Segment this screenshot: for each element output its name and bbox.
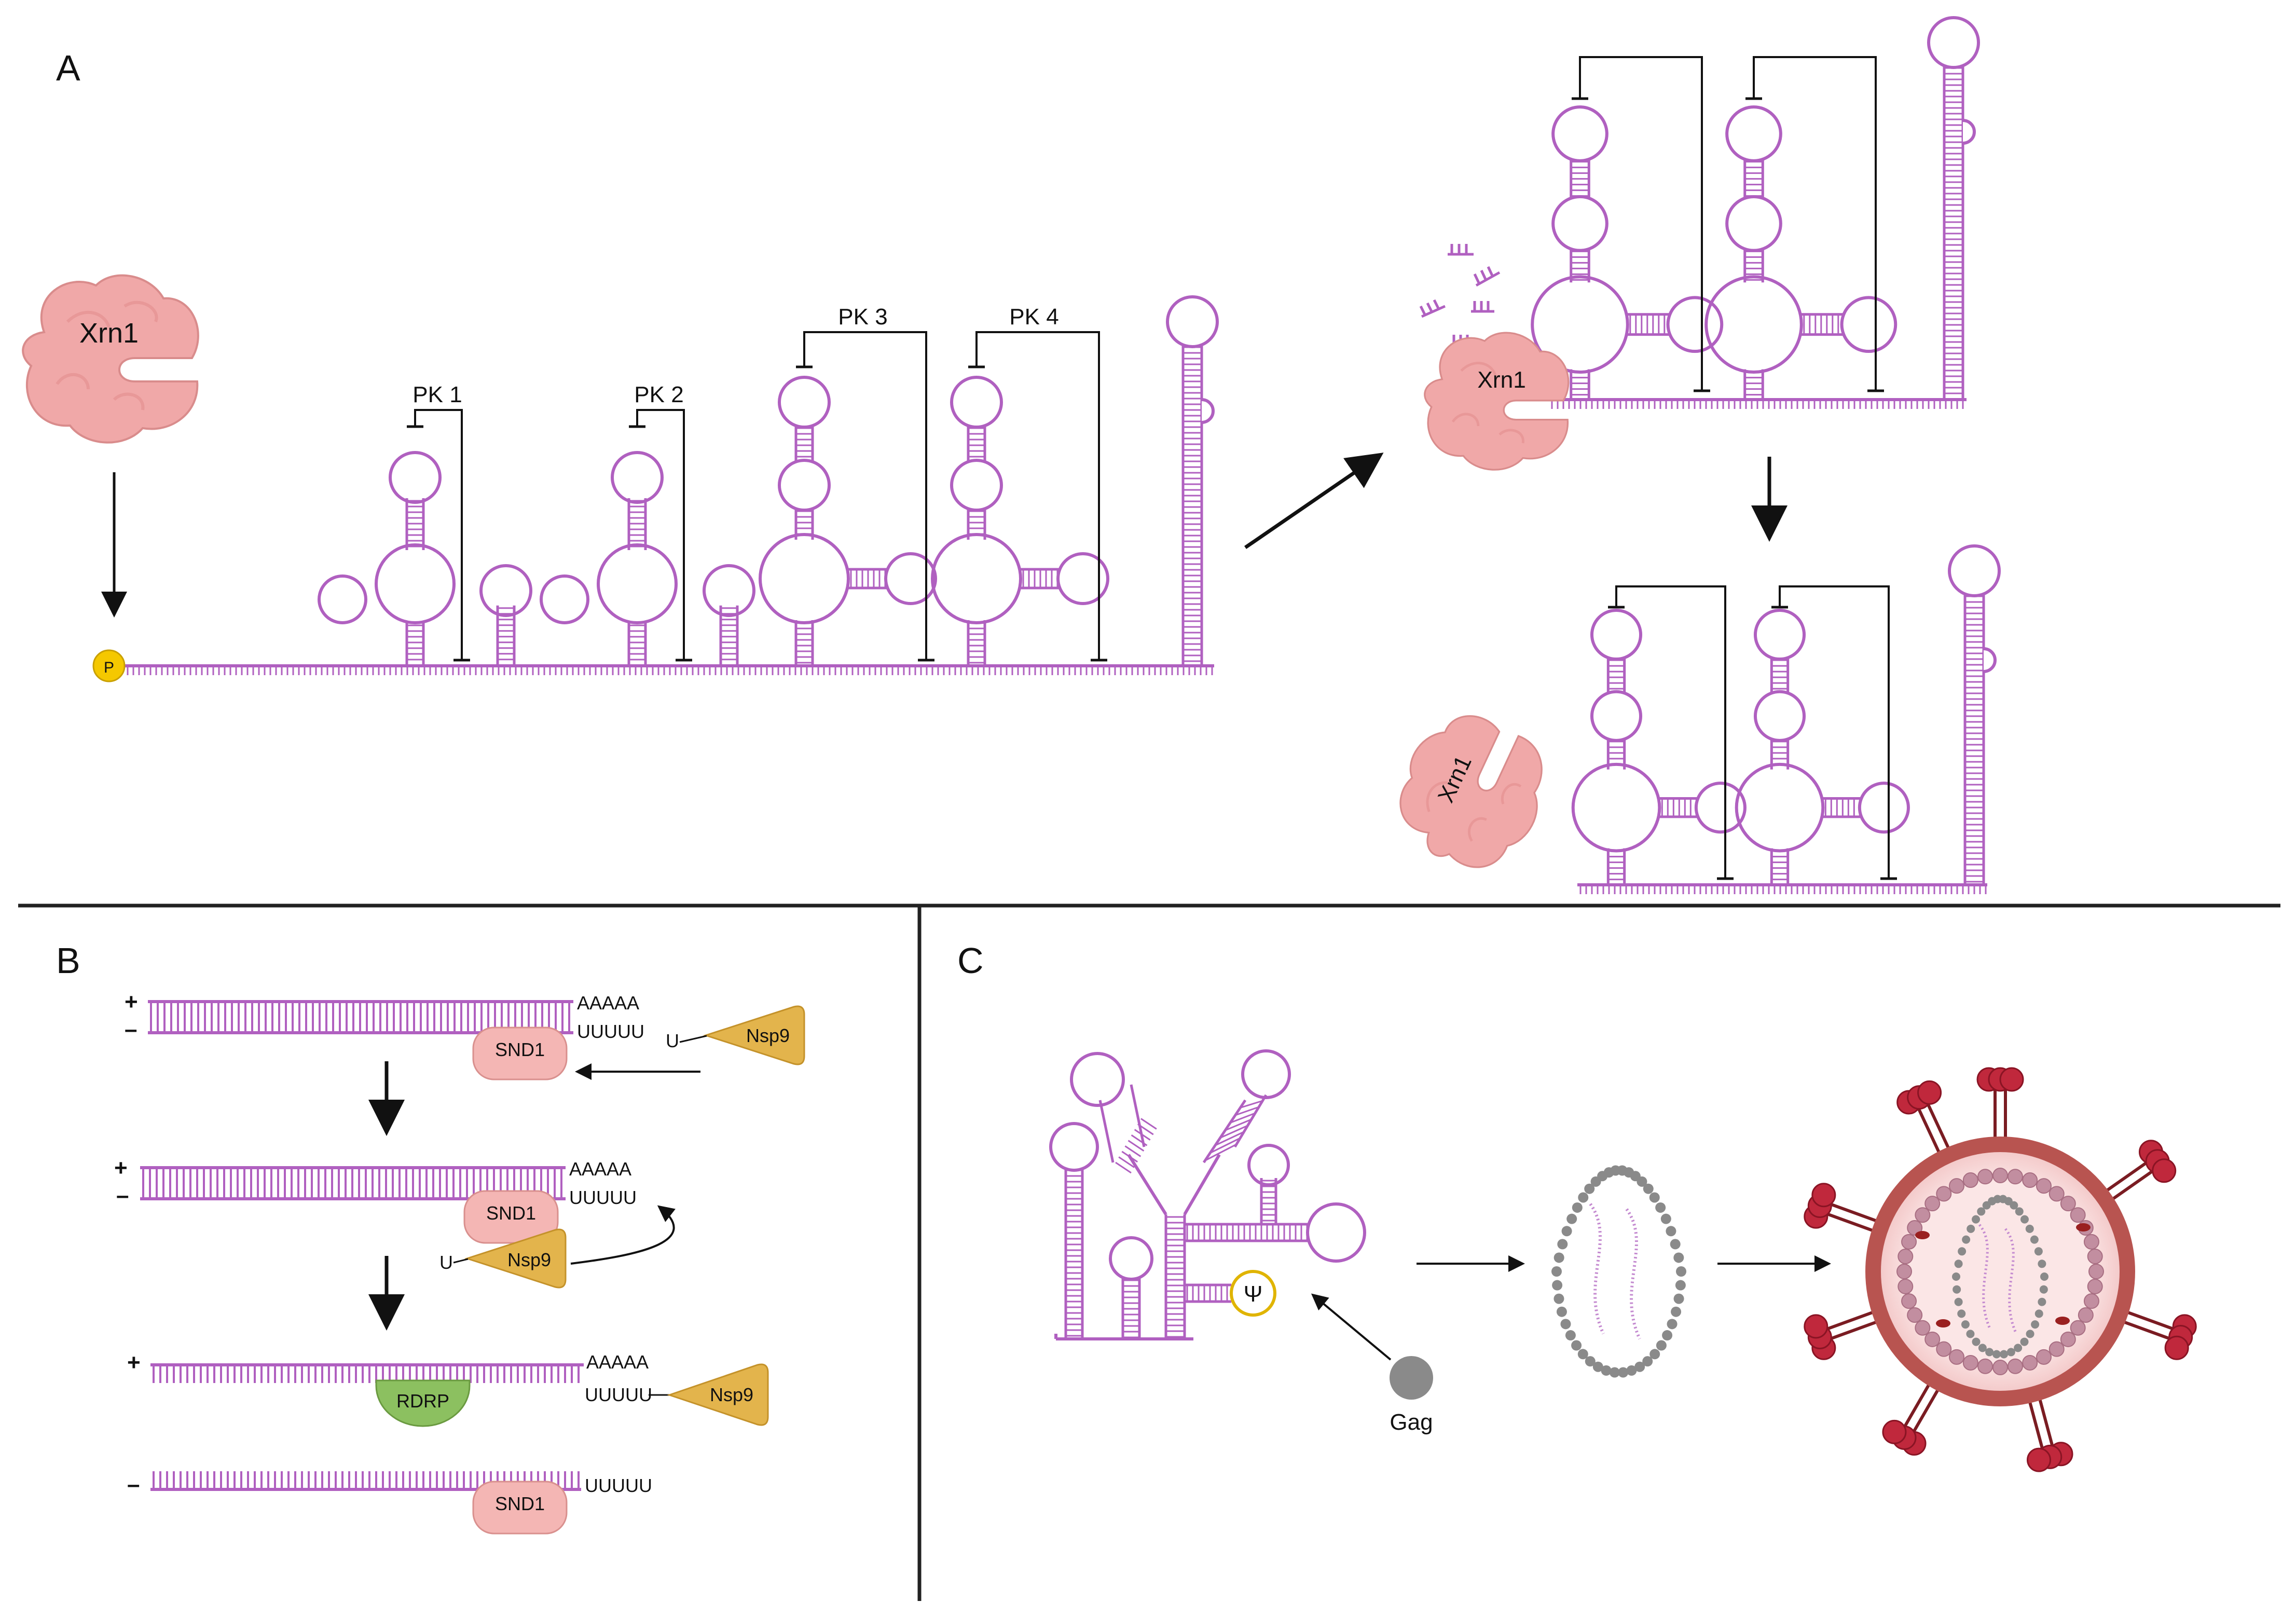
uracil-label-1: U	[666, 1030, 679, 1051]
uracil-bond-2	[453, 1258, 469, 1264]
plus-sign-3: +	[127, 1350, 141, 1375]
minus-sign-2: –	[116, 1183, 129, 1208]
degradation-arrow	[1244, 453, 1384, 549]
pk1-label: PK 1	[413, 382, 462, 407]
poly-a-tail-3: AAAAA	[586, 1351, 649, 1373]
gag-protein	[1390, 1356, 1433, 1400]
xrn1-enzyme-initial: Xrn1	[22, 274, 199, 444]
pk4-bracket: PK 4	[968, 304, 1107, 662]
panel-letter-a: A	[56, 48, 80, 88]
psi-label: Ψ	[1244, 1281, 1263, 1307]
plus-sign-1: +	[125, 989, 138, 1015]
psi-circle	[1230, 1270, 1276, 1317]
pk2-label: PK 2	[634, 382, 683, 407]
poly-u-tail-4: UUUUU	[585, 1475, 652, 1496]
snd1-protein-1	[472, 1027, 568, 1080]
pk4-label: PK 4	[1009, 304, 1058, 330]
snd1-protein-3	[472, 1481, 568, 1535]
minus-sign-1: –	[125, 1017, 137, 1042]
nsp9-protein-1	[703, 1005, 805, 1065]
rna-fragments	[1419, 244, 1501, 347]
uracil-label-2: U	[439, 1252, 453, 1273]
snd1-protein-2	[463, 1190, 559, 1244]
xrn1-enzyme-degrading: Xrn1	[1424, 332, 1570, 471]
minus-sign-3: –	[127, 1472, 140, 1497]
rna-main-strand	[125, 295, 1219, 675]
pk3-bracket: PK 3	[796, 304, 934, 662]
uracil-bond-1	[679, 1035, 707, 1043]
plus-sign-2: +	[114, 1155, 128, 1181]
xrn1-enzyme-released: Xrn1	[1399, 715, 1543, 868]
bottom-pk-brackets	[1608, 585, 1897, 880]
snd1-label-2: SND1	[486, 1202, 536, 1224]
pk1-bracket: PK 1	[407, 382, 470, 662]
snd1-label-3: SND1	[495, 1493, 545, 1514]
nsp9-protein-3	[667, 1363, 769, 1426]
gag-binding-arrow	[1311, 1293, 1392, 1361]
virion-matrix-layer	[1896, 1168, 2104, 1375]
rdrp-label: RDRP	[396, 1390, 449, 1412]
rna-degraded-strand-bottom	[1571, 544, 2001, 894]
panel-a: Xrn1 P PK 1 PK 2 PK 3 PK 4	[22, 16, 2001, 894]
nsp9-label-2: Nsp9	[507, 1249, 551, 1270]
xrn1-label-initial: Xrn1	[79, 318, 139, 349]
phosphate-cap	[92, 649, 126, 682]
nsp9-label-1: Nsp9	[746, 1025, 790, 1046]
pk3-label: PK 3	[838, 304, 887, 330]
pk2-bracket: PK 2	[629, 382, 692, 662]
poly-u-tail-1: UUUUU	[577, 1021, 644, 1042]
snd1-label-1: SND1	[495, 1039, 545, 1060]
panel-b: + – AAAAA UUUUU SND1 Nsp9 U + – AAAAA UU…	[114, 989, 805, 1535]
poly-a-tail-1: AAAAA	[577, 992, 639, 1014]
virion	[1804, 1067, 2197, 1472]
phosphate-label: P	[104, 659, 114, 676]
top-pk-brackets	[1572, 56, 1884, 392]
panel-letter-c: C	[957, 940, 984, 981]
nsp9-label-3: Nsp9	[710, 1384, 753, 1405]
plus-strand-step3	[150, 1363, 584, 1383]
panel-letter-b: B	[56, 940, 80, 981]
packaging-signal-rna	[1049, 1049, 1366, 1340]
gag-label: Gag	[1390, 1409, 1433, 1435]
rdrp-protein	[375, 1379, 471, 1427]
poly-u-tail-3: UUUUU	[585, 1384, 652, 1405]
poly-a-tail-2: AAAAA	[569, 1158, 631, 1180]
nsp9-protein-2	[464, 1228, 567, 1289]
dsrna-step1	[148, 1000, 573, 1034]
rna-degraded-strand-top	[1531, 16, 1980, 409]
xrn1-label-degrading: Xrn1	[1477, 367, 1526, 393]
uridylation-curved-arrow	[570, 1205, 676, 1265]
immature-capsid	[1551, 1165, 1686, 1378]
panel-c: Ψ Gag	[1049, 1049, 2197, 1472]
poly-u-tail-2: UUUUU	[569, 1187, 637, 1208]
